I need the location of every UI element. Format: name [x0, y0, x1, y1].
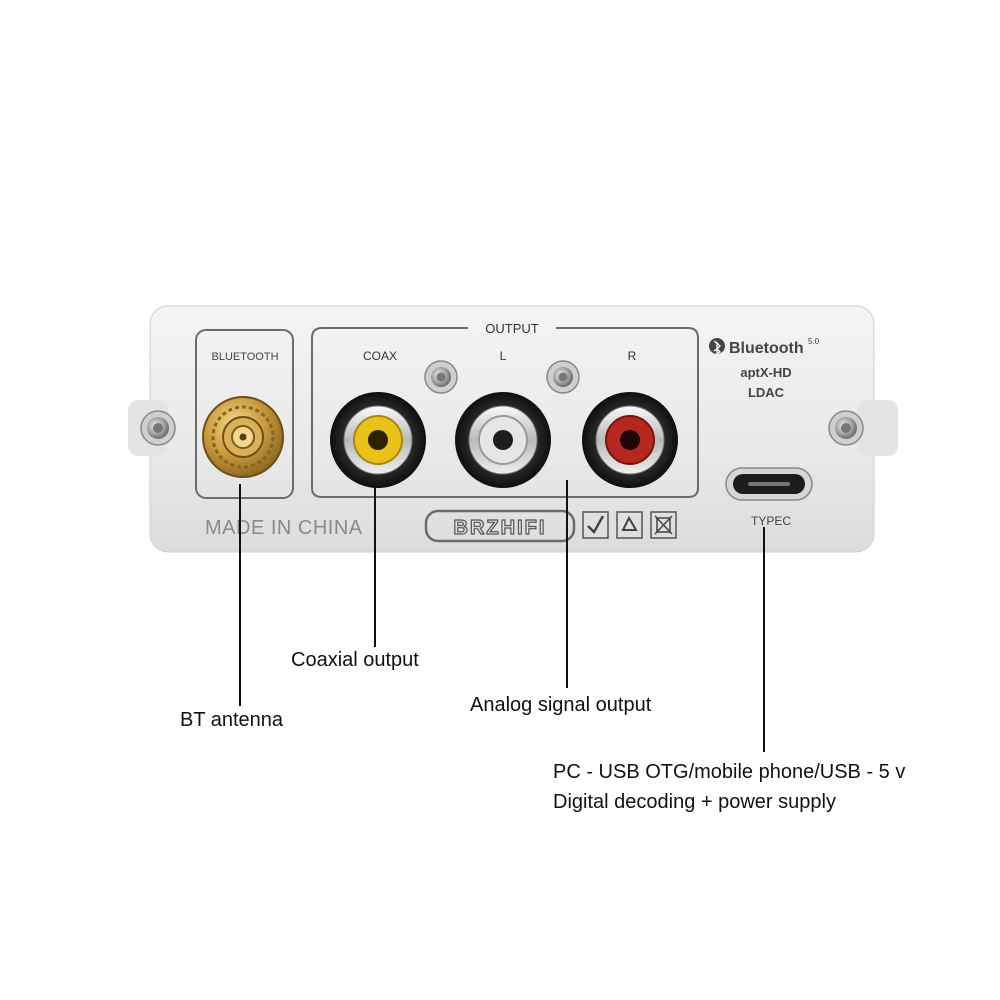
bluetooth-version: 5.0	[808, 337, 820, 346]
callout-coaxial-output: Coaxial output	[291, 649, 419, 671]
left-rca-jack[interactable]	[455, 392, 551, 488]
usb-typec-port[interactable]	[725, 467, 813, 501]
typec-label: TYPEC	[751, 514, 791, 528]
right-rca-jack[interactable]	[582, 392, 678, 488]
callout-usb-typec: PC - USB OTG/mobile phone/USB - 5 v Digi…	[553, 757, 905, 817]
callout-usb-line-2: Digital decoding + power supply	[553, 791, 836, 813]
codec-aptx-hd: aptX-HD	[740, 365, 791, 380]
left-channel-label: L	[500, 349, 507, 363]
output-group-frame	[311, 327, 699, 498]
made-in-china-label: MADE IN CHINA	[205, 517, 363, 539]
panel-right-flange	[858, 400, 898, 456]
bluetooth-logo-icon	[709, 338, 725, 356]
bluetooth-frame-label: BLUETOOTH	[211, 351, 278, 363]
certification-recycle-icon	[616, 511, 643, 539]
inner-screw-left-icon	[424, 360, 458, 394]
callout-bt-antenna: BT antenna	[180, 709, 284, 731]
left-side-screw-icon	[140, 410, 176, 446]
codec-ldac: LDAC	[748, 385, 785, 400]
brand-logo-text: BRZHIFI	[454, 517, 547, 539]
inner-screw-right-icon	[546, 360, 580, 394]
bluetooth-antenna-frame	[195, 329, 294, 499]
bt-antenna-connector-icon	[202, 396, 284, 478]
right-side-screw-icon	[828, 410, 864, 446]
callout-usb-line-1: PC - USB OTG/mobile phone/USB - 5 v	[553, 761, 906, 783]
certification-check-icon	[582, 511, 609, 539]
callout-analog-signal-output: Analog signal output	[470, 694, 652, 716]
bluetooth-logo-text: Bluetooth	[729, 340, 804, 357]
brand-badge-frame	[424, 509, 576, 543]
output-group-label: OUTPUT	[485, 321, 539, 336]
coax-label: COAX	[363, 349, 397, 363]
coax-rca-jack[interactable]	[330, 392, 426, 488]
right-channel-label: R	[628, 349, 637, 363]
certification-weee-bin-icon	[650, 511, 677, 539]
